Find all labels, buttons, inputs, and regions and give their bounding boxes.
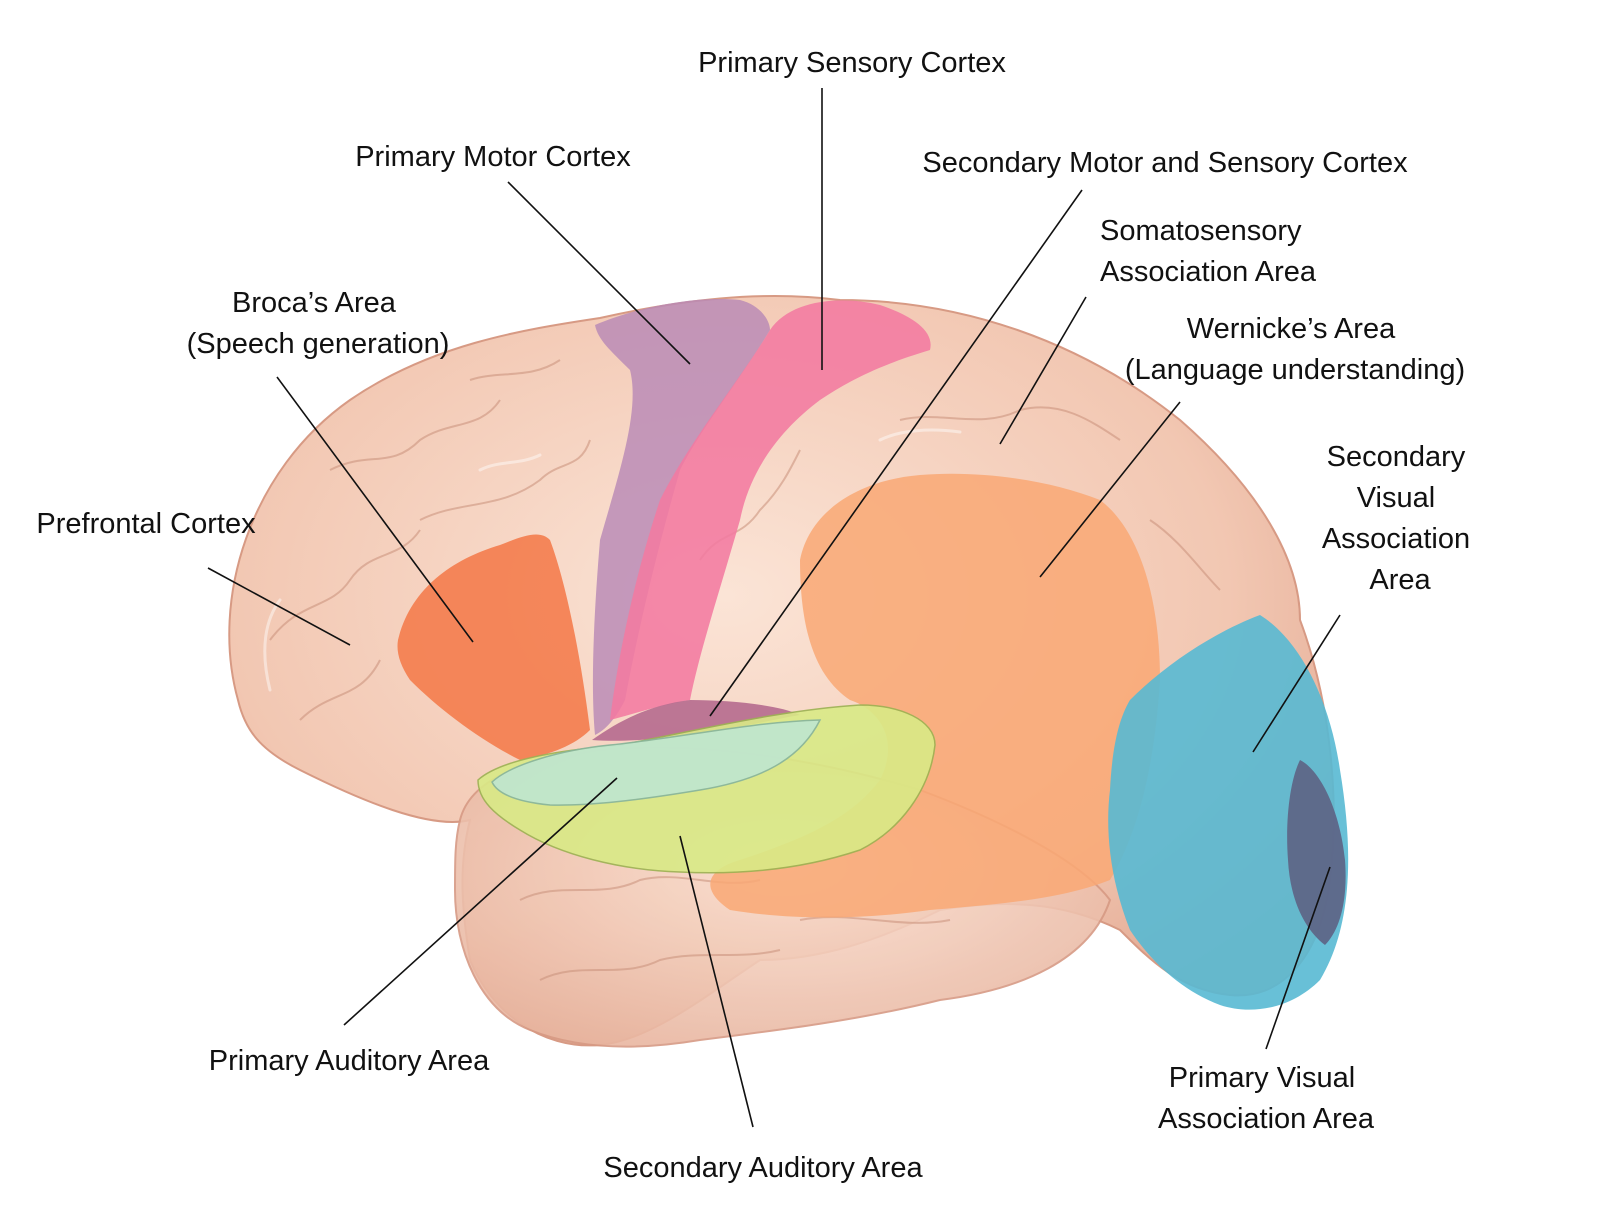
label-line: Primary Sensory Cortex [698,47,1006,79]
label-brocas-area: Broca’s Area (Speech generation) [187,287,450,360]
region-secondary-visual-association-area[interactable] [1108,615,1349,1010]
label-line: Primary Motor Cortex [355,141,631,173]
region-primary-auditory-area[interactable] [491,719,822,806]
label-line: Somatosensory [1100,215,1302,247]
label-line: Area [1369,564,1431,596]
label-line: Visual [1357,482,1435,514]
label-line: Association Area [1158,1103,1375,1135]
region-brocas-area[interactable] [397,534,591,760]
region-wernickes-area[interactable] [710,473,1160,918]
label-line: Association [1322,523,1470,555]
leader-secondary-motor-sensory-cortex [709,189,1083,717]
leader-prefrontal-cortex [207,567,351,646]
label-prefrontal-cortex: Prefrontal Cortex [36,508,256,540]
label-line: Broca’s Area [232,287,397,319]
leader-secondary-auditory-area [679,835,754,1128]
label-line: (Speech generation) [187,328,450,360]
label-line: Primary Auditory Area [209,1045,490,1077]
label-wernickes-area: Wernicke’s Area (Language understanding) [1125,313,1465,386]
label-secondary-visual-association-area: Secondary Visual Association Area [1322,441,1478,596]
leader-brocas-area [276,376,474,643]
leader-lines [207,88,1341,1128]
label-line: Prefrontal Cortex [36,508,256,540]
label-line: Primary Visual [1169,1062,1355,1094]
label-line: Association Area [1100,256,1317,288]
label-primary-motor-cortex: Primary Motor Cortex [355,141,631,173]
leader-somatosensory-association-area [999,296,1087,445]
label-line: (Language understanding) [1125,354,1465,386]
leader-wernickes-area [1039,401,1181,578]
label-line: Secondary Auditory Area [603,1152,923,1184]
leader-secondary-visual-association-area [1252,614,1341,753]
label-line: Secondary Motor and Sensory Cortex [922,147,1408,179]
label-primary-sensory-cortex: Primary Sensory Cortex [698,47,1006,79]
label-line: Secondary [1327,441,1466,473]
label-primary-auditory-area: Primary Auditory Area [209,1045,490,1077]
region-primary-sensory-cortex[interactable] [610,300,931,720]
leader-primary-auditory-area [343,777,618,1026]
label-secondary-motor-sensory-cortex: Secondary Motor and Sensory Cortex [922,147,1408,179]
leader-primary-motor-cortex [507,181,691,365]
label-somatosensory-association-area: Somatosensory Association Area [1100,215,1317,288]
leader-primary-visual-association-area [1265,866,1331,1050]
label-primary-visual-association-area: Primary Visual Association Area [1158,1062,1375,1135]
region-primary-visual-association-area[interactable] [1287,760,1346,945]
functional-regions [397,299,1349,1010]
label-line: Wernicke’s Area [1187,313,1396,345]
region-secondary-motor-sensory-cortex[interactable] [592,700,800,741]
label-secondary-auditory-area: Secondary Auditory Area [603,1152,923,1184]
labels: Primary Sensory Cortex Primary Motor Cor… [36,47,1478,1184]
